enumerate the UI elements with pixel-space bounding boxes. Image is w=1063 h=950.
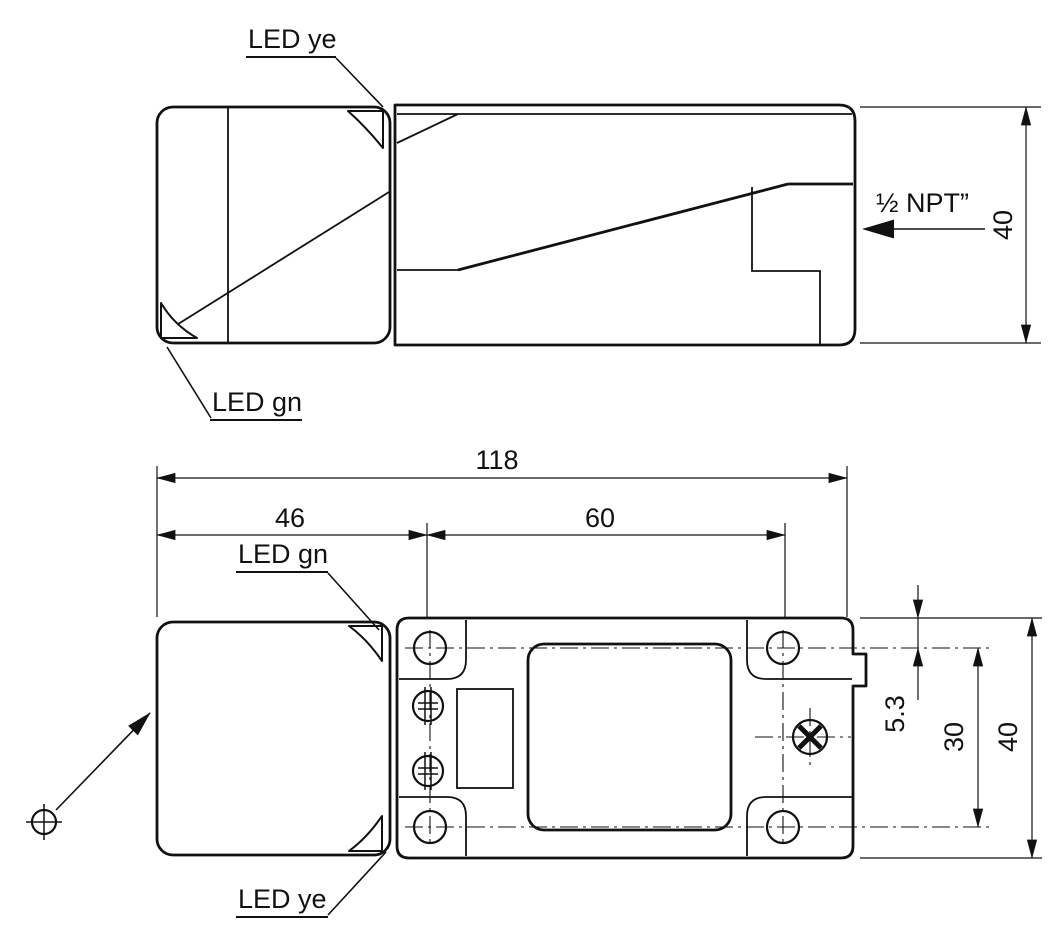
led-gn-label-side: LED gn — [212, 387, 302, 417]
boss-bottom-left — [399, 796, 467, 856]
led-ye-label-plan: LED ye — [238, 884, 327, 914]
housing-side — [393, 103, 857, 347]
led-ye-window-plan — [348, 815, 383, 852]
dim-40-plan-text: 40 — [993, 722, 1023, 752]
led-ye-callout-plan: LED ye — [236, 851, 387, 918]
dim-5-3-text: 5.3 — [880, 695, 910, 733]
led-gn-callout-side: LED gn — [166, 346, 302, 421]
side-view: LED ye LED gn ½ NPT” 40 — [155, 24, 1041, 421]
boss-bottom-right — [746, 796, 852, 856]
dimension-5-3: 5.3 — [880, 585, 924, 733]
led-ye-leader-side — [335, 57, 384, 108]
led-ye-window-side — [347, 110, 384, 149]
conduit-callout: ½ NPT” — [862, 188, 985, 239]
terminal-block-rect — [456, 688, 514, 789]
led-gn-leader-side — [166, 346, 212, 419]
sensing-face-arrow — [55, 712, 151, 811]
led-gn-window-side — [160, 302, 198, 339]
dimension-40-side: 40 — [860, 106, 1041, 344]
head-diagonal-line — [166, 191, 390, 332]
boss-top-right — [746, 620, 852, 680]
clamp-screw-lower — [411, 752, 445, 790]
dim-30-text: 30 — [939, 722, 969, 752]
housing-plan — [395, 616, 990, 860]
cover-screw — [791, 718, 829, 756]
boss-top-left — [399, 620, 467, 680]
cover-window-rect — [526, 642, 733, 832]
dimension-118: 118 — [156, 445, 848, 617]
clamp-screw-upper — [411, 687, 445, 725]
dimension-40-plan: 40 — [860, 617, 1042, 859]
led-gn-label-plan: LED gn — [238, 539, 328, 569]
led-ye-leader-plan — [327, 851, 387, 916]
housing-chamfer-line — [396, 113, 459, 144]
led-ye-callout-side: LED ye — [246, 24, 384, 108]
mounting-hole-bottom-right — [765, 809, 801, 845]
cover-seam-diagonal — [457, 182, 789, 272]
sensing-face-reference — [26, 712, 151, 840]
dimension-30: 30 — [939, 647, 984, 828]
dim-118-text: 118 — [475, 445, 518, 475]
led-gn-leader-plan — [327, 572, 380, 631]
dim-60-text: 60 — [585, 503, 615, 533]
mounting-hole-bottom-left — [412, 809, 448, 845]
led-ye-label-side: LED ye — [248, 24, 337, 54]
terminal-compartment-line — [751, 187, 821, 344]
dim-40-side-text: 40 — [988, 210, 1018, 240]
plan-view: 118 46 60 — [26, 445, 1042, 918]
dimension-60: 60 — [426, 503, 786, 642]
npt-label: ½ NPT” — [876, 188, 969, 218]
sensor-head-side — [155, 105, 392, 345]
sensor-head-plan — [155, 620, 392, 857]
led-gn-callout-plan: LED gn — [236, 539, 380, 631]
mounting-hole-top-right — [765, 630, 801, 666]
mounting-hole-top-left — [412, 630, 448, 666]
housing-plan-outline — [395, 616, 868, 860]
led-gn-window-plan — [348, 625, 383, 662]
dim-46-text: 46 — [275, 503, 305, 533]
npt-arrowhead — [862, 219, 894, 239]
